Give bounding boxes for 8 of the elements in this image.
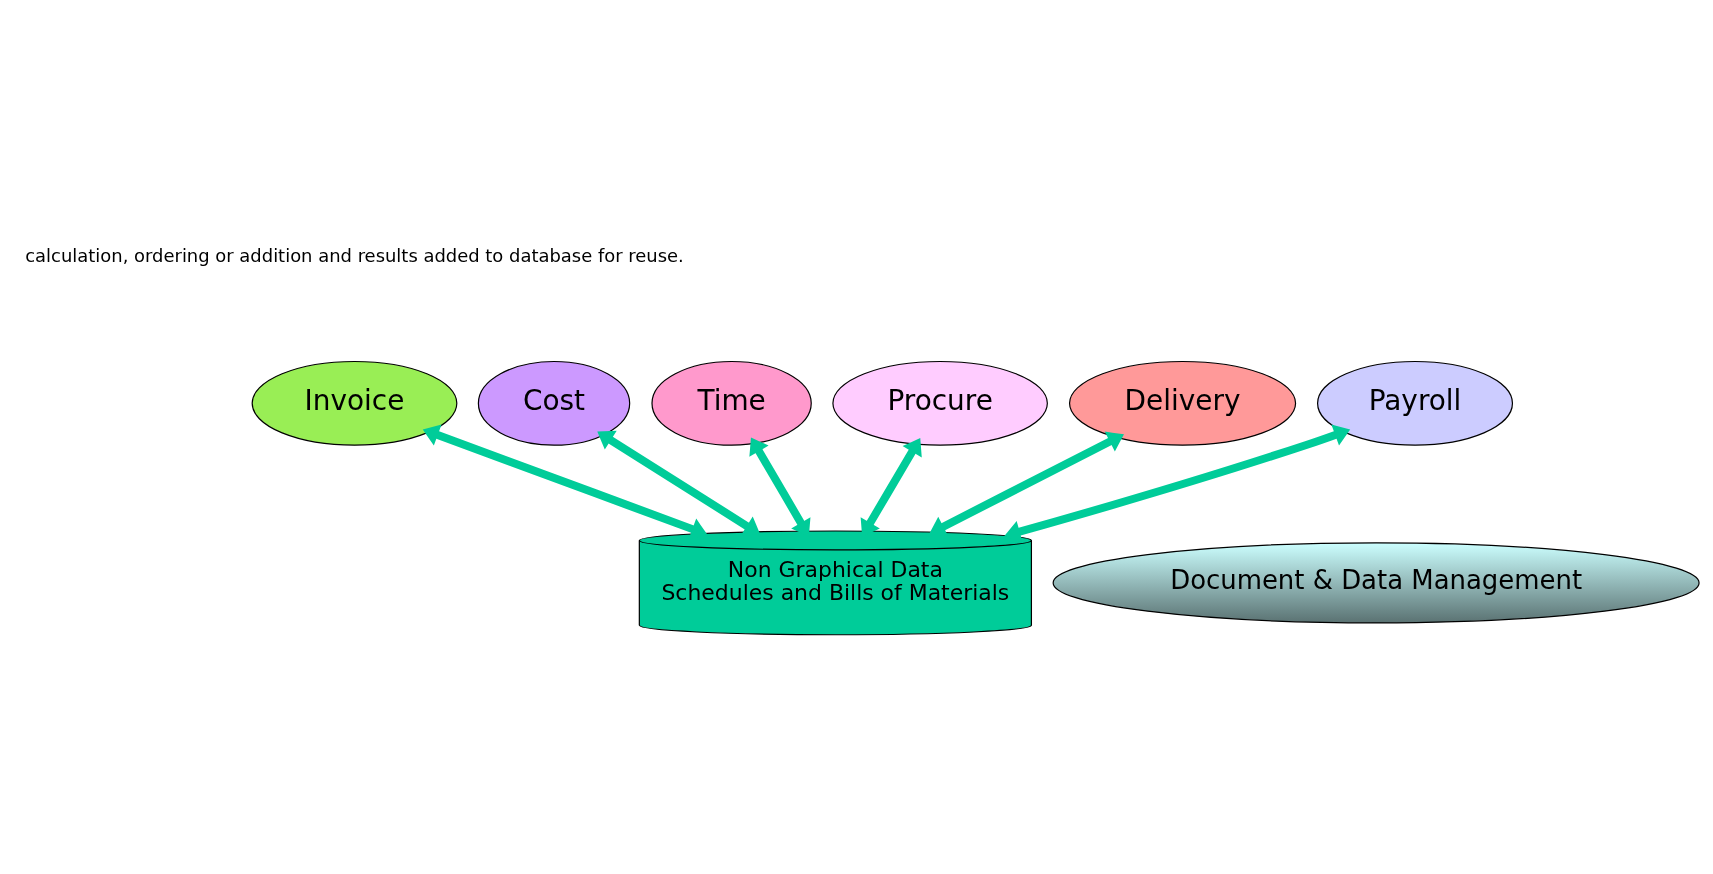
node-ellipse: Procure [832,360,1048,446]
node-ellipse: Cost [477,360,631,446]
node-ellipse: Document & Data Management [1052,541,1700,623]
arrow [929,431,1124,537]
arrow [597,430,761,535]
label: calculation, ordering or addition and results added to database for reuse. [25,244,684,266]
node-ellipse: Delivery [1068,360,1297,446]
node-ellipse: Time [651,360,812,446]
